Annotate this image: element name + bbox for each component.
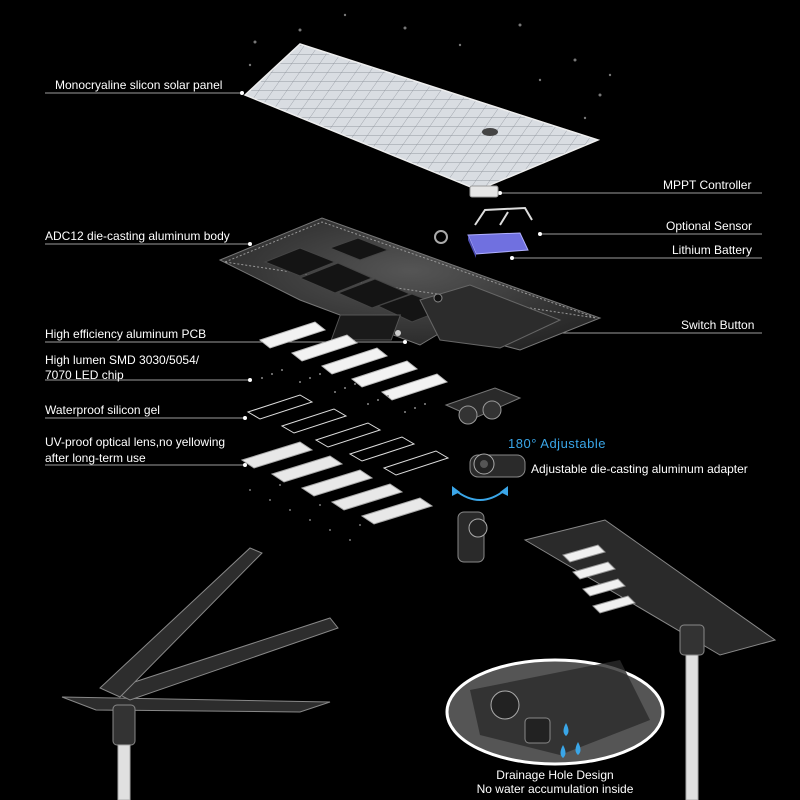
adapter-bottom [457,511,488,563]
silicon-gel [246,394,450,476]
led-chips [261,369,426,413]
label-adjustable: 180° Adjustable [508,436,606,451]
lens-dots [249,484,361,541]
solar-panel [243,43,601,191]
label-adapter: Adjustable die-casting aluminum adapter [531,462,748,476]
aluminum-body [218,217,602,351]
rotate-arrow [452,486,508,501]
label-drainage-1: Drainage Hole Design [496,768,614,782]
label-lithium-battery: Lithium Battery [672,243,753,257]
label-silicon-gel: Waterproof silicon gel [45,403,160,417]
label-led-chip-2: 7070 LED chip [45,368,124,382]
label-aluminum-body: ADC12 die-casting aluminum body [45,229,230,243]
label-switch-button: Switch Button [681,318,755,332]
screw-particles [248,13,612,120]
label-solar-panel: Monocryaline slicon solar panel [55,78,223,92]
switch-button [395,330,401,336]
sensor-brackets [474,206,533,226]
sensor [434,230,448,244]
label-mppt-controller: MPPT Controller [663,178,752,192]
assembled-lamp-left [61,547,339,800]
mppt-controller [469,185,499,198]
pcb-strips [258,321,449,401]
drainage-inset [445,658,665,766]
water-drops [560,723,581,758]
lithium-battery [467,232,529,258]
label-led-chip-1: High lumen SMD 3030/5054/ [45,353,200,367]
label-lens-2: after long-term use [45,451,146,465]
label-drainage-2: No water accumulation inside [476,782,634,796]
label-pcb: High efficiency aluminum PCB [45,327,207,341]
label-optional-sensor: Optional Sensor [666,219,753,233]
leader-dots [240,91,542,467]
label-lens-1: UV-proof optical lens,no yellowing [45,435,226,449]
adapter-top [444,387,522,425]
adapter-middle [469,453,526,478]
assembled-lamp-right [523,519,777,800]
optical-lenses [240,441,434,525]
